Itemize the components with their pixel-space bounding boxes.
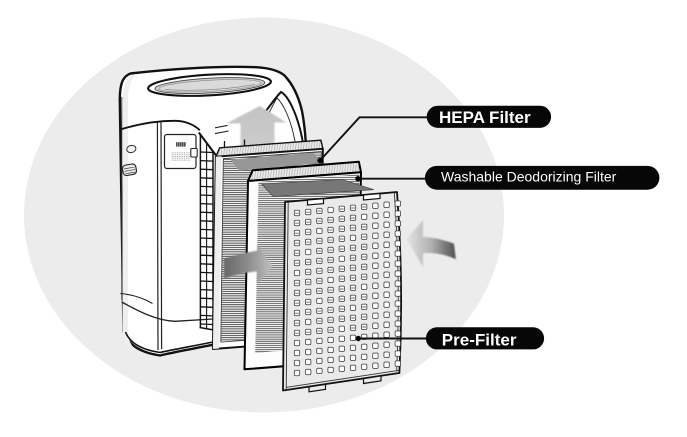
svg-text:Pre-Filter: Pre-Filter — [442, 330, 517, 349]
svg-text:Washable Deodorizing Filter: Washable Deodorizing Filter — [441, 169, 617, 185]
svg-text:HEPA Filter: HEPA Filter — [439, 108, 531, 127]
